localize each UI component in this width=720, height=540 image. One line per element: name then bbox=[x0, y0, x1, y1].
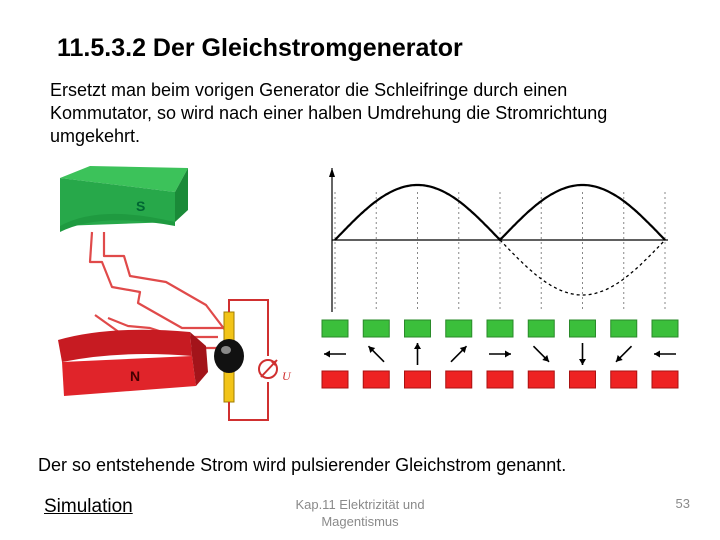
north-pole-magnet: N bbox=[58, 329, 208, 396]
south-pole-block bbox=[569, 319, 596, 338]
south-pole-block bbox=[445, 319, 473, 338]
intro-line: Ersetzt man beim vorigen Generator die S… bbox=[50, 80, 568, 100]
waveform-grid bbox=[334, 192, 666, 312]
simulation-link[interactable]: Simulation bbox=[44, 496, 133, 517]
north-pole-block bbox=[362, 370, 390, 389]
loop-orientation-arrowhead-icon bbox=[368, 346, 376, 353]
loop-orientation-arrowhead-icon bbox=[615, 355, 623, 362]
south-pole-block bbox=[486, 319, 514, 338]
footer-text: Kap.11 Elektrizität und Magentismus bbox=[270, 496, 450, 530]
intro-line: Kommutator, so wird nach einer halben Um… bbox=[50, 103, 608, 123]
slide-title: 11.5.3.2 Der Gleichstromgenerator bbox=[57, 34, 463, 62]
south-pole-block bbox=[527, 319, 555, 338]
footer-line: Kap.11 Elektrizität und bbox=[295, 497, 425, 512]
south-pole-block bbox=[362, 319, 390, 338]
loop-orientation-arrowhead-icon bbox=[542, 355, 550, 362]
voltmeter-label: U bbox=[282, 369, 292, 383]
south-pole-block bbox=[610, 319, 638, 338]
north-pole-block bbox=[610, 370, 638, 389]
conclusion-text: Der so entstehende Strom wird pulsierend… bbox=[38, 455, 567, 475]
north-pole-label: N bbox=[130, 368, 140, 384]
loop-wire-segment bbox=[102, 232, 226, 331]
south-pole-magnet: S bbox=[60, 166, 188, 232]
loop-orientation-arrowhead-icon bbox=[414, 343, 421, 349]
north-pole-block bbox=[527, 370, 555, 389]
circuit-wire bbox=[228, 299, 269, 421]
north-pole-block bbox=[404, 370, 431, 389]
north-pole-block bbox=[445, 370, 473, 389]
south-pole-block bbox=[651, 319, 679, 338]
loop-orientation-arrowhead-icon bbox=[505, 350, 511, 358]
loop-orientation-arrowhead-icon bbox=[324, 350, 330, 358]
loop-orientation-arrowhead-icon bbox=[459, 346, 467, 353]
south-pole-block bbox=[404, 319, 431, 338]
intro-text: Ersetzt man beim vorigen Generator die S… bbox=[50, 79, 690, 148]
page-number: 53 bbox=[675, 496, 690, 511]
loop-wire-segment bbox=[88, 231, 228, 330]
north-pole-block bbox=[651, 370, 679, 389]
voltmeter-icon: U bbox=[258, 359, 292, 383]
south-pole-block bbox=[321, 319, 349, 338]
loop-orientation-strip bbox=[321, 319, 679, 389]
footer-line: Magentismus bbox=[321, 514, 399, 529]
south-pole-label: S bbox=[136, 198, 145, 214]
loop-orientation-arrowhead-icon bbox=[579, 359, 586, 365]
negative-half-waveform bbox=[499, 239, 666, 296]
voltage-axis-arrow-icon bbox=[329, 168, 335, 177]
north-pole-block bbox=[321, 370, 349, 389]
intro-line: umgekehrt. bbox=[50, 126, 141, 146]
north-pole-block bbox=[569, 370, 596, 389]
loop-orientation-arrowhead-icon bbox=[654, 350, 660, 358]
north-pole-block bbox=[486, 370, 514, 389]
